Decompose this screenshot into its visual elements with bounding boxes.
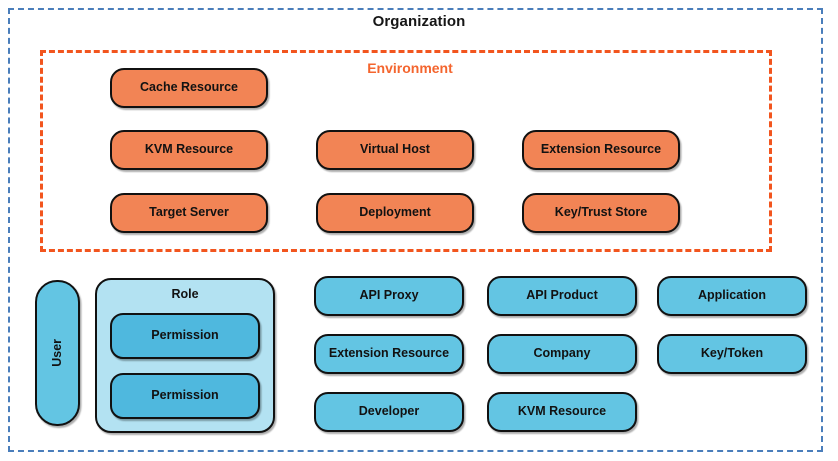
node-key-trust-store[interactable]: Key/Trust Store [522,193,680,233]
node-label: KVM Resource [517,404,607,419]
node-company[interactable]: Company [487,334,637,374]
node-virtual-host[interactable]: Virtual Host [316,130,474,170]
node-label: Cache Resource [140,80,238,95]
node-label: Virtual Host [360,142,430,157]
node-user[interactable]: User [35,280,80,426]
node-label: Extension Resource [540,142,662,157]
node-key-token[interactable]: Key/Token [657,334,807,374]
node-extension-resource[interactable]: Extension Resource [314,334,464,374]
environment-title: Environment [367,60,453,76]
node-label: Application [697,288,767,303]
node-kvm-resource[interactable]: KVM Resource [110,130,268,170]
node-label: Key/Token [700,346,764,361]
organization-frame [8,8,823,452]
node-label: Company [533,346,591,361]
node-label: Permission [151,328,219,343]
node-permission-1[interactable]: Permission [110,373,260,419]
node-label: Extension Resource [328,346,450,361]
node-label: Permission [151,388,219,403]
environment-frame [40,50,772,252]
node-label: Key/Trust Store [554,205,648,220]
node-cache-resource[interactable]: Cache Resource [110,68,268,108]
node-deployment[interactable]: Deployment [316,193,474,233]
node-api-proxy[interactable]: API Proxy [314,276,464,316]
node-label: Target Server [149,205,229,220]
node-user-label: User [49,339,64,367]
node-label: Developer [358,404,420,419]
node-label: API Proxy [359,288,419,303]
node-label: API Product [526,288,598,303]
node-kvm-resource[interactable]: KVM Resource [487,392,637,432]
role-container-label: Role [171,287,199,301]
node-developer[interactable]: Developer [314,392,464,432]
node-api-product[interactable]: API Product [487,276,637,316]
node-label: KVM Resource [144,142,234,157]
node-extension-resource[interactable]: Extension Resource [522,130,680,170]
node-target-server[interactable]: Target Server [110,193,268,233]
organization-title: Organization [372,13,466,30]
node-permission-0[interactable]: Permission [110,313,260,359]
node-application[interactable]: Application [657,276,807,316]
node-label: Deployment [359,205,431,220]
